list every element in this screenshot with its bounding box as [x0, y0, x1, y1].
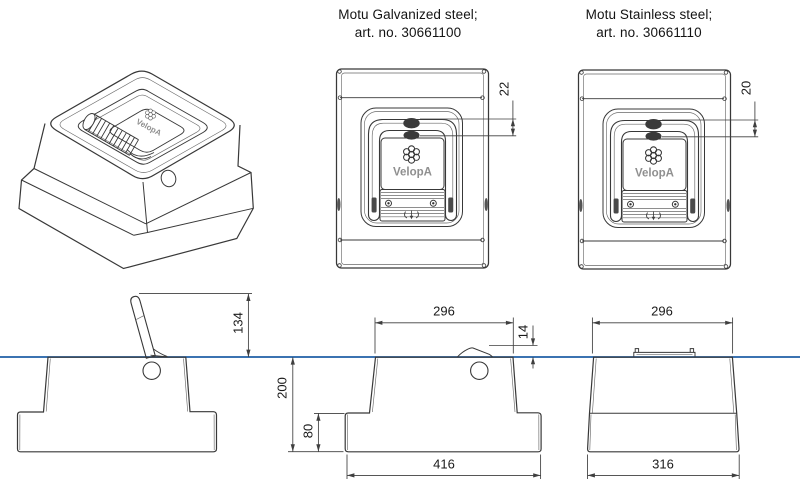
dim-296-side-lines [591, 317, 734, 354]
dim-14-lines [489, 325, 538, 369]
dim-200-lines [288, 357, 344, 453]
dim-label-inset-stainless: 20 [738, 80, 754, 96]
anchor-hole [160, 169, 177, 188]
dim-80-lines [314, 412, 345, 452]
velopa-logo-text: VelopA [135, 117, 163, 138]
iso-view: VelopA [18, 70, 254, 270]
side-view-raised [16, 293, 252, 453]
product-title-galvanized: Motu Galvanized steel; art. no. 30661100 [298, 6, 518, 41]
folded-handle-bump [457, 347, 493, 358]
anchor-hole [470, 361, 489, 380]
product-title-stainless: Motu Stainless steel; art. no. 30661110 [539, 6, 759, 41]
folded-handle-profile [633, 348, 696, 357]
dim-label-base-height: 80 [300, 423, 316, 439]
dim-label-side-base-width: 316 [652, 456, 674, 472]
product-article-number: art. no. 30661100 [354, 24, 462, 40]
front-view-folded [288, 317, 542, 479]
top-view-galvanized [335, 68, 517, 269]
raised-handle [130, 295, 156, 359]
dim-label-side-top-width: 296 [651, 303, 673, 319]
anchor-hole [142, 361, 161, 380]
dim-label-folded-height: 14 [515, 324, 531, 340]
dim-316-lines [587, 454, 740, 479]
dim-416-lines [346, 454, 542, 479]
ribbed-roller [82, 113, 139, 156]
side-view-folded [586, 317, 740, 479]
dim-label-top-width: 296 [433, 303, 455, 319]
dim-134-lines [139, 293, 252, 357]
product-title-line1: Motu Stainless steel; [585, 7, 713, 22]
dim-label-handle-height: 134 [230, 312, 246, 334]
dim-label-install-depth: 200 [274, 377, 290, 399]
dim-296-lines [374, 317, 514, 354]
top-view-stainless [577, 69, 759, 270]
velopa-flower-icon [145, 108, 156, 121]
product-article-number: art. no. 30661110 [596, 24, 702, 40]
dim-label-inset-galvanized: 22 [496, 81, 512, 97]
dim-label-base-width: 416 [433, 456, 455, 472]
product-title-line1: Motu Galvanized steel; [338, 7, 478, 22]
